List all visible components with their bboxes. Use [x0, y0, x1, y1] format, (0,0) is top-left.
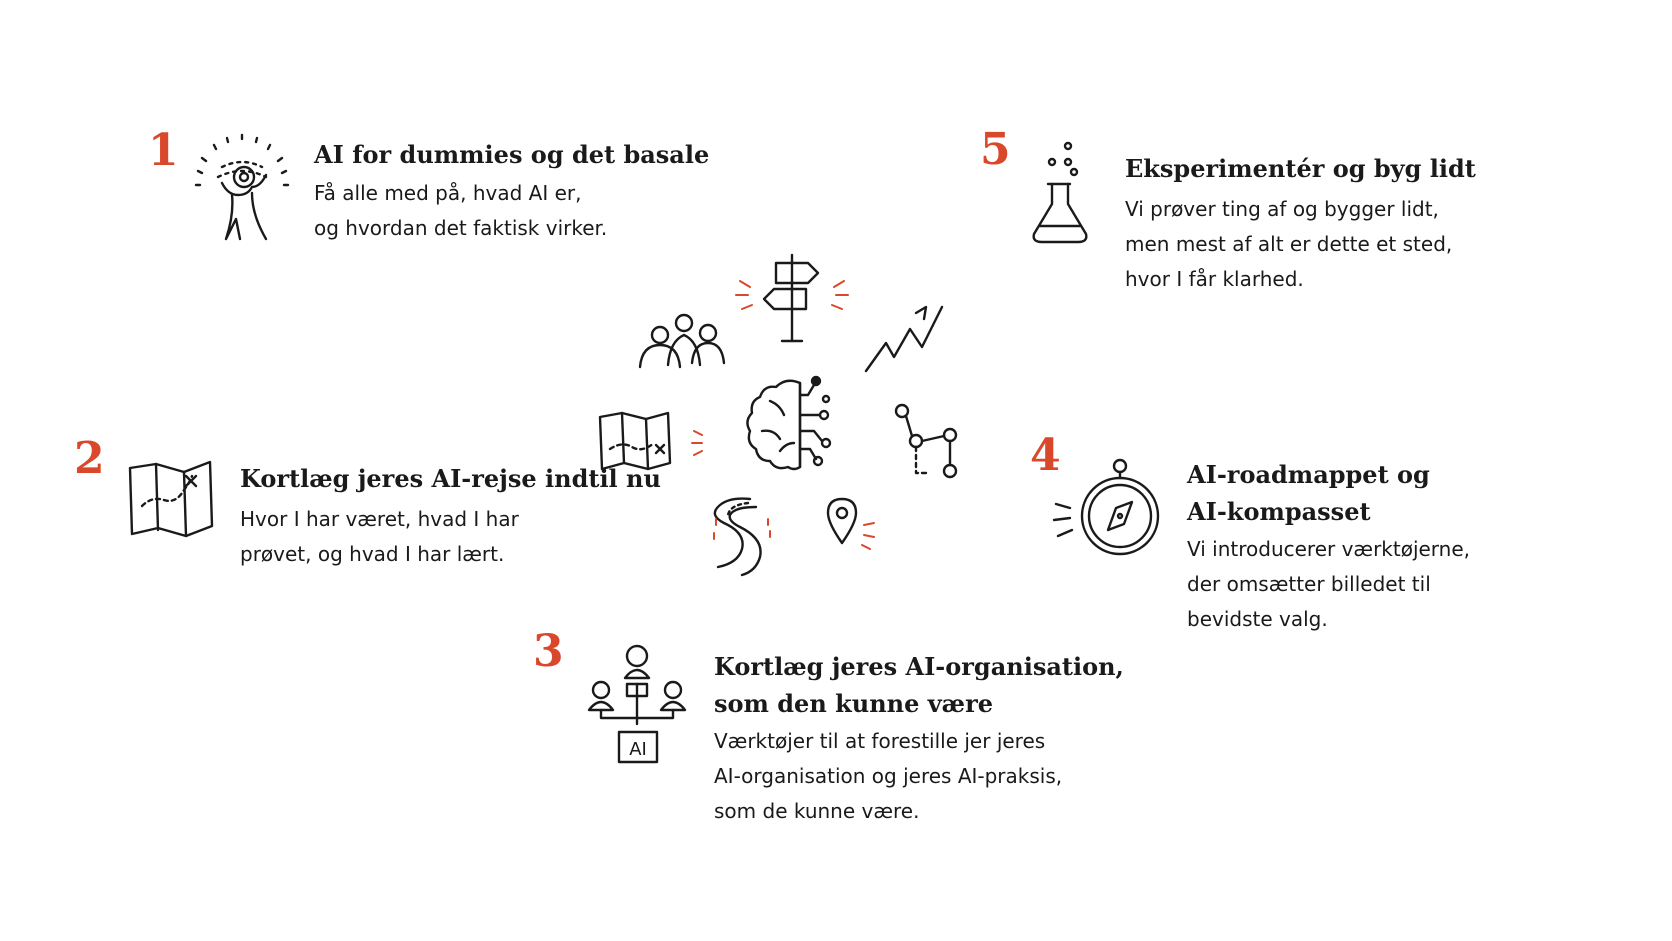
step-description: Værktøjer til at forestille jer jeres AI… — [714, 724, 1062, 829]
step-description: Få alle med på, hvad AI er, og hvordan d… — [314, 176, 607, 246]
step-title: Eksperimentér og byg lidt — [1125, 150, 1476, 187]
step-title-line: AI-kompasset — [1187, 497, 1371, 526]
step-description: Vi prøver ting af og bygger lidt, men me… — [1125, 192, 1452, 297]
step-title-line: Eksperimentér og byg lidt — [1125, 154, 1476, 183]
location-pin-icon — [826, 497, 875, 550]
step-description-line: Hvor I har været, hvad I har — [240, 507, 519, 531]
step-description: Vi introducerer værktøjerne, der omsætte… — [1187, 532, 1470, 637]
step-description-line: Vi prøver ting af og bygger lidt, — [1125, 197, 1439, 221]
folded-map-icon — [598, 411, 703, 471]
step-description-line: Få alle med på, hvad AI er, — [314, 181, 582, 205]
step-title-line: som den kunne være — [714, 689, 993, 718]
network-nodes-icon — [894, 403, 958, 479]
step-description-line: prøvet, og hvad I har lært. — [240, 542, 505, 566]
step-description-line: bevidste valg. — [1187, 607, 1328, 631]
step-title: AI for dummies og det basale — [314, 136, 709, 173]
compass-icon — [1050, 458, 1166, 558]
step-description-line: og hvordan det faktisk virker. — [314, 216, 608, 240]
winding-road-icon — [713, 497, 771, 577]
step-title-line: Kortlæg jeres AI-rejse indtil nu — [240, 464, 661, 493]
step-number: 3 — [533, 626, 564, 677]
step-title-line: AI for dummies og det basale — [314, 140, 710, 169]
step-description-line: men mest af alt er dette et sted, — [1125, 232, 1453, 256]
step-number: 4 — [1030, 430, 1061, 481]
step-title: Kortlæg jeres AI-organisation, som den k… — [714, 648, 1124, 722]
signpost-icon — [735, 253, 849, 343]
ai-label: AI — [629, 739, 647, 760]
step-title: Kortlæg jeres AI-rejse indtil nu — [240, 460, 661, 497]
growth-arrow-icon — [864, 305, 944, 373]
step-number: 5 — [980, 124, 1011, 175]
step-number: 1 — [148, 125, 179, 176]
step-title-line: Kortlæg jeres AI-organisation, — [714, 652, 1124, 681]
step-description-line: AI-organisation og jeres AI-praksis, — [714, 764, 1063, 788]
group-of-people-icon — [638, 313, 726, 369]
ai-organisation-icon: AI — [583, 644, 693, 768]
step-title: AI-roadmappet og AI-kompasset — [1187, 456, 1430, 530]
person-lightbulb-icon — [192, 133, 292, 243]
ai-brain-icon — [746, 375, 832, 471]
step-description-line: der omsætter billedet til — [1187, 572, 1431, 596]
step-description-line: Vi introducerer værktøjerne, — [1187, 537, 1471, 561]
flask-icon — [1028, 140, 1092, 248]
step-title-line: AI-roadmappet og — [1187, 460, 1430, 489]
step-description-line: Værktøjer til at forestille jer jeres — [714, 729, 1046, 753]
center-illustration — [598, 253, 1040, 605]
step-description: Hvor I har været, hvad I har prøvet, og … — [240, 502, 519, 572]
treasure-map-icon — [128, 456, 214, 542]
step-description-line: hvor I får klarhed. — [1125, 267, 1304, 291]
step-description-line: som de kunne være. — [714, 799, 920, 823]
step-number: 2 — [74, 433, 105, 484]
